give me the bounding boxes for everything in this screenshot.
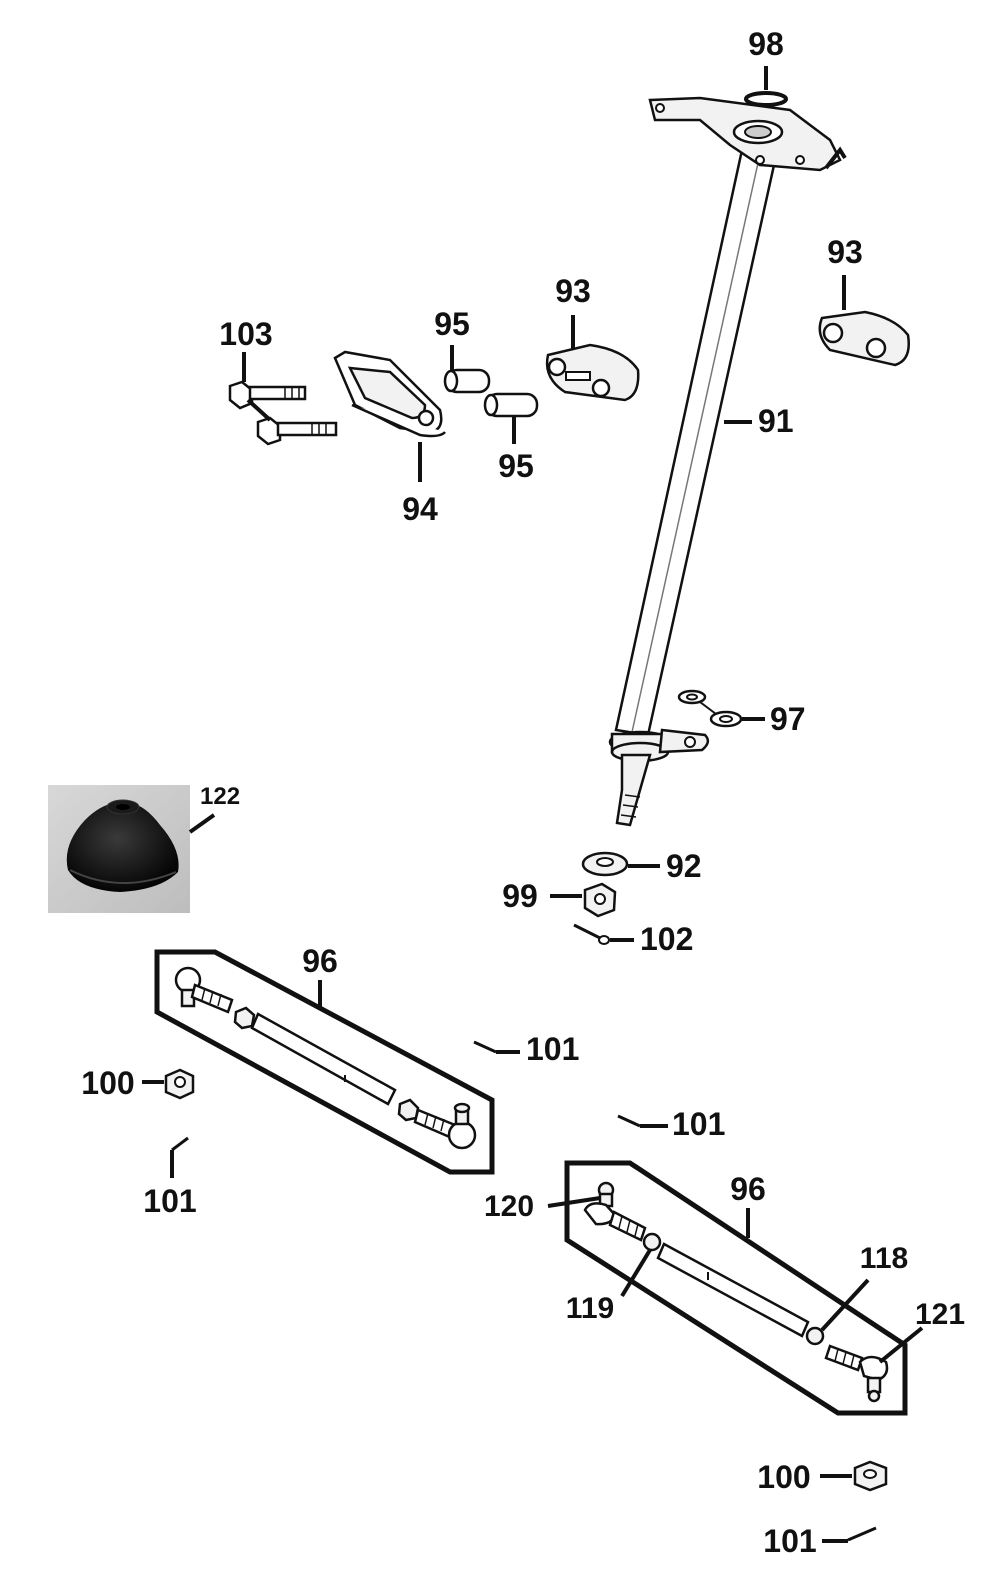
nut-100-bottom: 100 [757,1459,888,1495]
callout-98: 98 [748,26,784,62]
washers-97: 97 [677,689,806,737]
tie-rod-assembly-upper: 96 [154,943,495,1175]
tie-rod-assembly-lower: 96 [564,1160,908,1416]
callout-119: 119 [566,1292,614,1325]
cotter-pin-101-a: 101 [473,1031,579,1067]
callout-91: 91 [758,403,794,439]
callout-103: 103 [219,316,272,352]
callout-97: 97 [770,701,806,737]
callout-99: 99 [502,878,538,914]
callout-100-left: 100 [81,1065,134,1101]
cotter-pin-101-d: 101 [763,1523,877,1559]
callout-96-upper: 96 [302,943,338,979]
o-ring-98: 98 [744,26,788,107]
callout-92: 92 [666,848,702,884]
callout-95-upper: 95 [434,306,470,342]
callout-101-a: 101 [526,1031,579,1067]
boot-photo-122: 122 [48,783,240,913]
washer-92: 92 [581,848,702,884]
cotter-pin-101-b: 101 [143,1136,197,1219]
callout-95-lower: 95 [498,448,534,484]
callout-100-bottom: 100 [757,1459,810,1495]
bushing-93-center: 93 [545,273,640,402]
callout-101-b: 101 [143,1183,196,1219]
callout-101-d: 101 [763,1523,816,1559]
callout-93-center: 93 [555,273,591,309]
bracket-94: 94 [333,350,446,527]
nut-100-left: 100 [81,1065,195,1101]
callout-118: 118 [860,1242,908,1275]
bolts-103: 103 [219,316,338,446]
sleeve-95-upper: 95 [434,306,491,394]
callout-122: 122 [200,783,240,810]
cotter-pin-101-c: 101 [617,1106,725,1142]
callout-121: 121 [915,1298,965,1331]
callout-102: 102 [640,921,693,957]
callout-96-lower: 96 [730,1171,766,1207]
callout-120: 120 [484,1190,534,1223]
sleeve-95-lower: 95 [483,392,539,484]
callout-94: 94 [402,491,438,527]
callout-101-c: 101 [672,1106,725,1142]
bushing-93-right: 93 [818,234,910,367]
callout-93-right: 93 [827,234,863,270]
nut-99: 99 [502,878,617,918]
cotter-pin-102: 102 [573,921,693,957]
